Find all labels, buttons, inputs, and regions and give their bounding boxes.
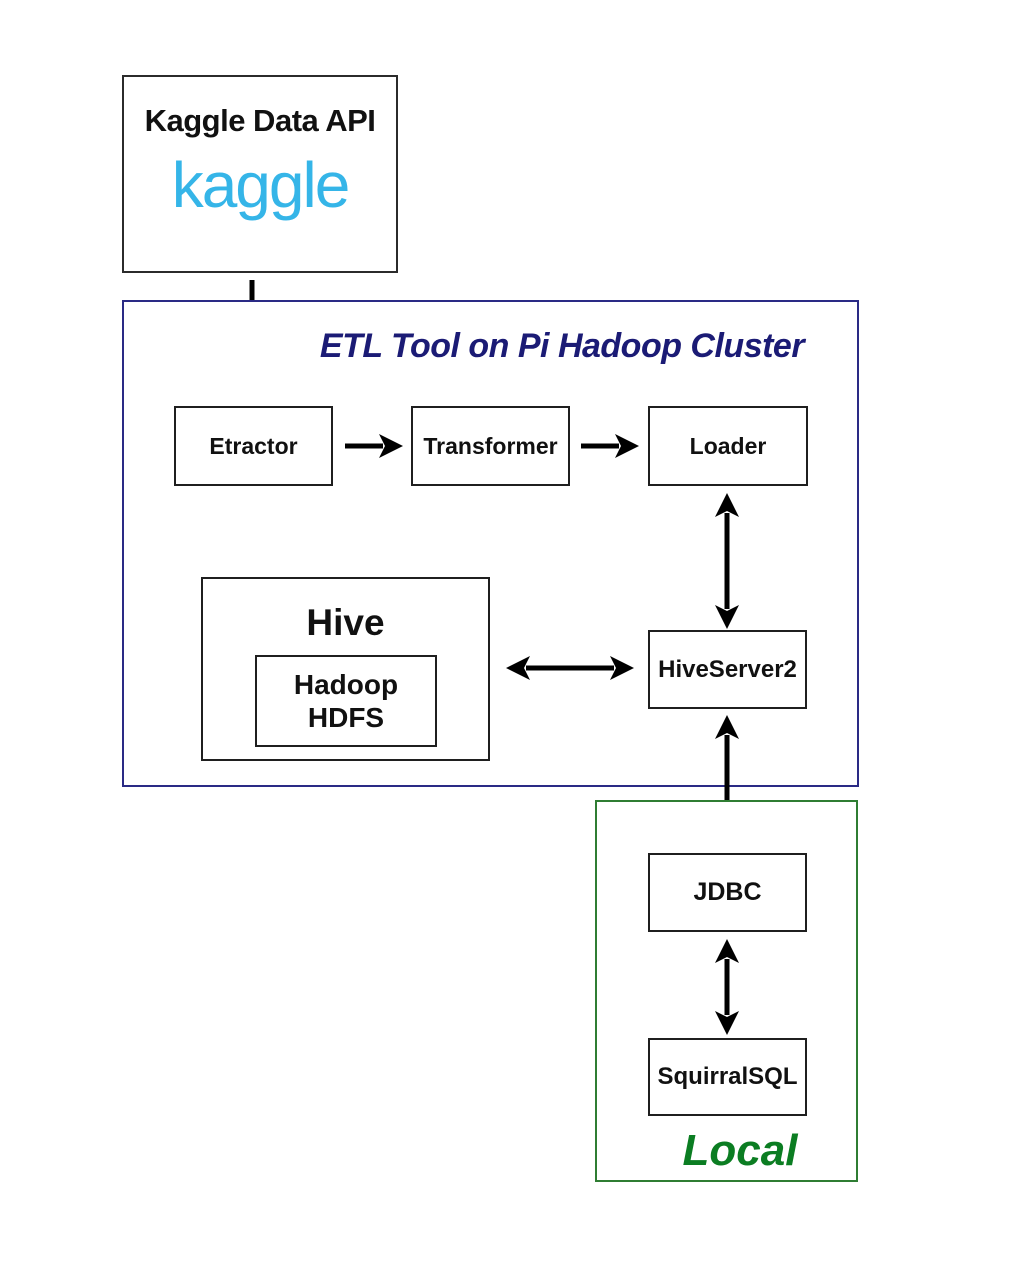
etl-cluster-title: ETL Tool on Pi Hadoop Cluster xyxy=(319,327,805,365)
kaggle-box-title: Kaggle Data API xyxy=(144,103,376,138)
arrow-vertical-jdbc-squirralsql-icon xyxy=(715,939,739,1035)
arrow-horizontal-hive-hiveserver2-icon xyxy=(506,656,634,680)
etractor-node: Etractor xyxy=(174,406,333,486)
hiveserver2-node: HiveServer2 xyxy=(648,630,807,709)
hive-title: Hive xyxy=(306,602,385,643)
loader-node: Loader xyxy=(648,406,808,486)
arrow-right-etractor-to-transformer-icon xyxy=(345,434,403,458)
jdbc-node: JDBC xyxy=(648,853,807,932)
kaggle-logo: kaggle xyxy=(171,149,351,221)
kaggle-data-api-box: Kaggle Data API kaggle xyxy=(122,75,398,273)
local-label: Local xyxy=(682,1126,798,1175)
squirralsql-node: SquirralSQL xyxy=(648,1038,807,1116)
hdfs-label-line2: HDFS xyxy=(307,702,385,733)
hdfs-label-line1: Hadoop xyxy=(293,668,399,700)
transformer-node: Transformer xyxy=(411,406,570,486)
arrow-right-transformer-to-loader-icon xyxy=(581,434,639,458)
arrow-vertical-loader-hiveserver2-icon xyxy=(715,493,739,629)
hadoop-hdfs-node: Hadoop HDFS xyxy=(255,655,437,747)
